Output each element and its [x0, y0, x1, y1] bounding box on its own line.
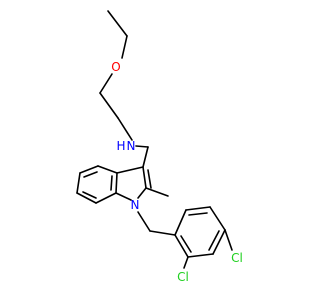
oxygen-atom-label: O — [111, 60, 120, 74]
bond-ar6-ar1 — [174, 234, 189, 258]
chlorine-para-label: Cl — [231, 251, 243, 265]
bond-c3a-c4 — [97, 165, 118, 174]
bond-ar2-ar3-double — [188, 212, 208, 216]
bond-ar2-ar3 — [185, 206, 211, 211]
bond-ar4-ar5-double — [208, 230, 220, 251]
bond-c4-c5-double — [83, 171, 98, 178]
bond-propyl-c1-c2 — [99, 92, 119, 119]
chlorine-ortho-label: Cl — [177, 270, 189, 284]
bonds — [76, 10, 233, 269]
amine-nitrogen-label: N — [127, 139, 136, 153]
bond-c7a-c3a — [115, 172, 118, 194]
atom-labels: O H N N Cl Cl — [111, 60, 243, 284]
bond-c2-methyl — [145, 187, 169, 197]
amine-hydrogen-label: H — [116, 139, 125, 153]
bond-propyl-c2-c3 — [117, 117, 133, 141]
bond-n1-c7a — [115, 192, 132, 201]
bond-c2-n1 — [137, 187, 147, 199]
bond-c3-c2-double — [147, 169, 152, 189]
bond-ch2-c3 — [142, 146, 149, 168]
bond-ar3-ar4 — [209, 206, 226, 231]
bond-c6-c7-double — [82, 191, 97, 199]
bond-ar6-cl — [183, 256, 189, 269]
bond-c3a-c3 — [116, 166, 144, 174]
bond-ar1-ar2 — [174, 209, 187, 236]
bond-ar5-ar6 — [187, 253, 214, 258]
bond-c5-c6 — [76, 172, 81, 194]
indole-nitrogen-label: N — [131, 198, 140, 212]
bond-c6-c7 — [76, 192, 97, 204]
bond-ethyl-ch2-o — [121, 35, 128, 59]
bond-o-ch2 — [99, 73, 113, 94]
bond-ar4-ar5 — [212, 229, 226, 255]
bond-n-ch2 — [135, 145, 149, 148]
bond-ar6-ar1-double — [180, 235, 192, 253]
bond-ar4-cl — [224, 229, 233, 251]
molecule-structure: O H N N Cl Cl — [76, 10, 243, 284]
bond-ethyl-ch3-ch2 — [107, 10, 128, 37]
bond-c7-c7a — [95, 192, 117, 204]
bond-n1-ch2 — [137, 211, 151, 232]
bond-c4-c5 — [79, 165, 99, 174]
bond-c7a-c3a-double — [110, 175, 113, 191]
bond-c3-c2 — [142, 166, 147, 189]
bond-ch2-aryl — [149, 230, 176, 236]
